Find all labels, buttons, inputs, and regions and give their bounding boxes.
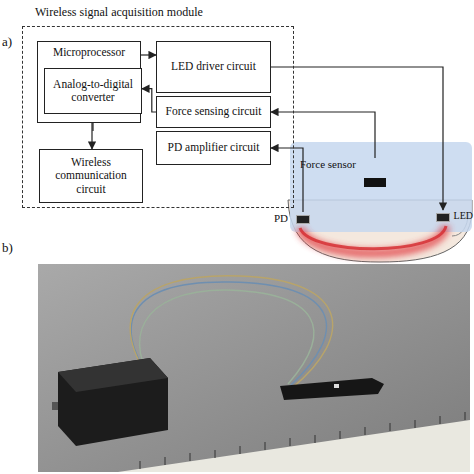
ruler-ticks: [140, 412, 465, 469]
sensing-box: Force sensing circuit: [156, 96, 271, 128]
force-sensor: Force sensor: [300, 158, 390, 188]
node-label: Force sensing circuit: [166, 105, 262, 118]
ruler: [118, 420, 470, 472]
node-label: Force sensor: [300, 158, 356, 170]
signal-arrow: [142, 89, 156, 112]
device-box: [58, 358, 168, 446]
module-boundary: Analog-to-digital converter Microprocesso…: [22, 26, 294, 208]
signal-arrow: [271, 67, 443, 210]
signal-arrow: [141, 54, 156, 55]
device-switch: [52, 402, 58, 410]
node-label: LED driver circuit: [171, 60, 256, 73]
photo-background: [38, 264, 470, 472]
node-label: Analog-to-digital converter: [45, 78, 141, 104]
finger-probe: [280, 378, 384, 400]
panel-label: b): [2, 240, 13, 256]
sensor-clip: [290, 142, 472, 232]
node-label: LED: [454, 210, 473, 221]
module-heading: Wireless signal acquisition module: [35, 5, 203, 20]
photodiode: PD: [274, 212, 310, 226]
light-path-glow: [300, 226, 446, 253]
node-label: Microprocessor: [53, 46, 125, 59]
led-emitter: LED: [436, 210, 474, 224]
light-path: [300, 226, 446, 249]
amplifier-box: PD amplifier circuit: [156, 131, 271, 165]
processor-box: Analog-to-digital converter Microprocesso…: [37, 41, 141, 123]
node-label: PD: [274, 212, 288, 224]
radio-box: Wireless communication circuit: [39, 149, 143, 203]
photodiode-chip: [296, 215, 310, 224]
sensor-pad: [364, 178, 386, 187]
converter-box: Analog-to-digital converter: [44, 68, 142, 114]
driver-box: LED driver circuit: [156, 41, 271, 93]
node-label: Wireless communication circuit: [40, 156, 142, 196]
signal-arrow: [271, 148, 303, 212]
probe-window: [334, 384, 339, 388]
panel-label: a): [2, 34, 12, 50]
led-chip: [436, 213, 450, 222]
device-box-top: [58, 358, 168, 392]
signal-arrow: [271, 112, 375, 158]
node-label: PD amplifier circuit: [168, 141, 260, 154]
